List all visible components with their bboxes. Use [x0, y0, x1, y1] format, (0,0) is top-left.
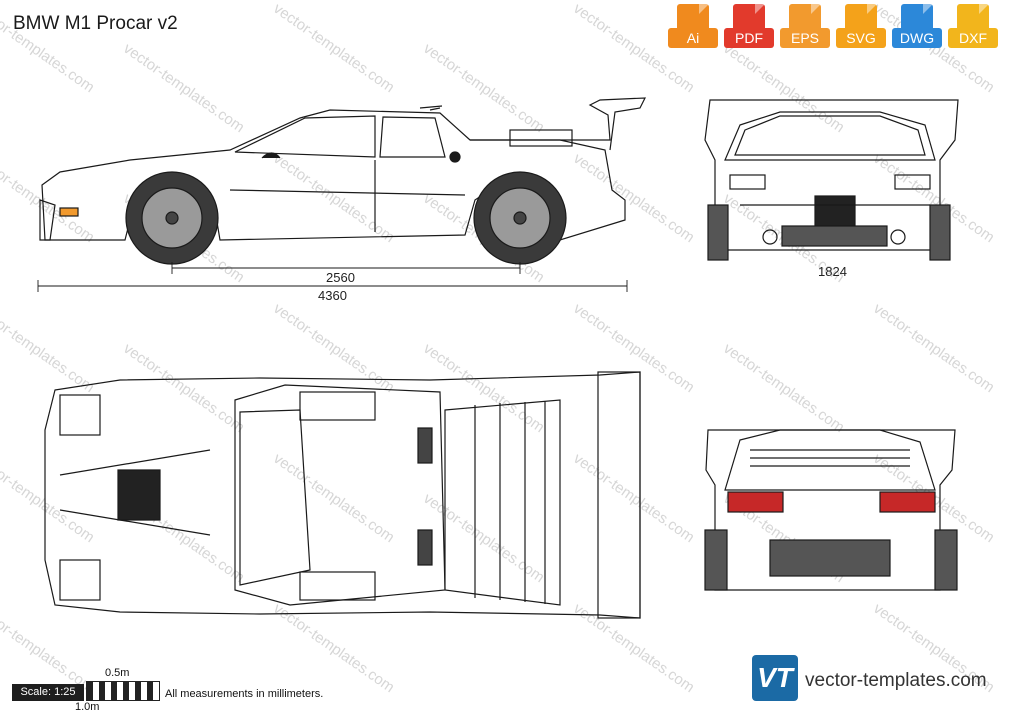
file-fold-icon — [923, 4, 933, 14]
scale-bar — [86, 681, 160, 701]
format-label: EPS — [780, 28, 830, 48]
measurement-note: All measurements in millimeters. — [165, 688, 324, 700]
format-badge-ai[interactable]: Ai — [668, 4, 718, 50]
width-dimension: 1824 — [818, 264, 847, 279]
format-badges: Ai PDF EPS SVG DWG DXF — [668, 4, 998, 50]
top-view — [44, 371, 641, 619]
format-badge-eps[interactable]: EPS — [780, 4, 830, 50]
scale-half-meter-label: 0.5m — [105, 667, 130, 679]
format-badge-dwg[interactable]: DWG — [892, 4, 942, 50]
format-badge-svg[interactable]: SVG — [836, 4, 886, 50]
side-dimension-lines — [37, 262, 628, 292]
vt-logo-icon[interactable]: VT — [752, 655, 798, 701]
page-title: BMW M1 Procar v2 — [13, 13, 178, 34]
side-view — [39, 97, 646, 265]
scale-label: Scale: 1:25 — [12, 684, 84, 701]
format-label: PDF — [724, 28, 774, 48]
format-label: DWG — [892, 28, 942, 48]
file-fold-icon — [811, 4, 821, 14]
format-badge-dxf[interactable]: DXF — [948, 4, 998, 50]
file-fold-icon — [867, 4, 877, 14]
rear-view — [704, 429, 958, 591]
length-dimension: 4360 — [318, 288, 347, 303]
site-name[interactable]: vector-templates.com — [805, 670, 987, 691]
file-fold-icon — [979, 4, 989, 14]
front-view — [704, 99, 959, 261]
file-fold-icon — [755, 4, 765, 14]
format-label: DXF — [948, 28, 998, 48]
scale-one-meter-label: 1.0m — [75, 701, 100, 713]
format-label: SVG — [836, 28, 886, 48]
format-label: Ai — [668, 28, 718, 48]
format-badge-pdf[interactable]: PDF — [724, 4, 774, 50]
wheelbase-dimension: 2560 — [326, 270, 355, 285]
file-fold-icon — [699, 4, 709, 14]
